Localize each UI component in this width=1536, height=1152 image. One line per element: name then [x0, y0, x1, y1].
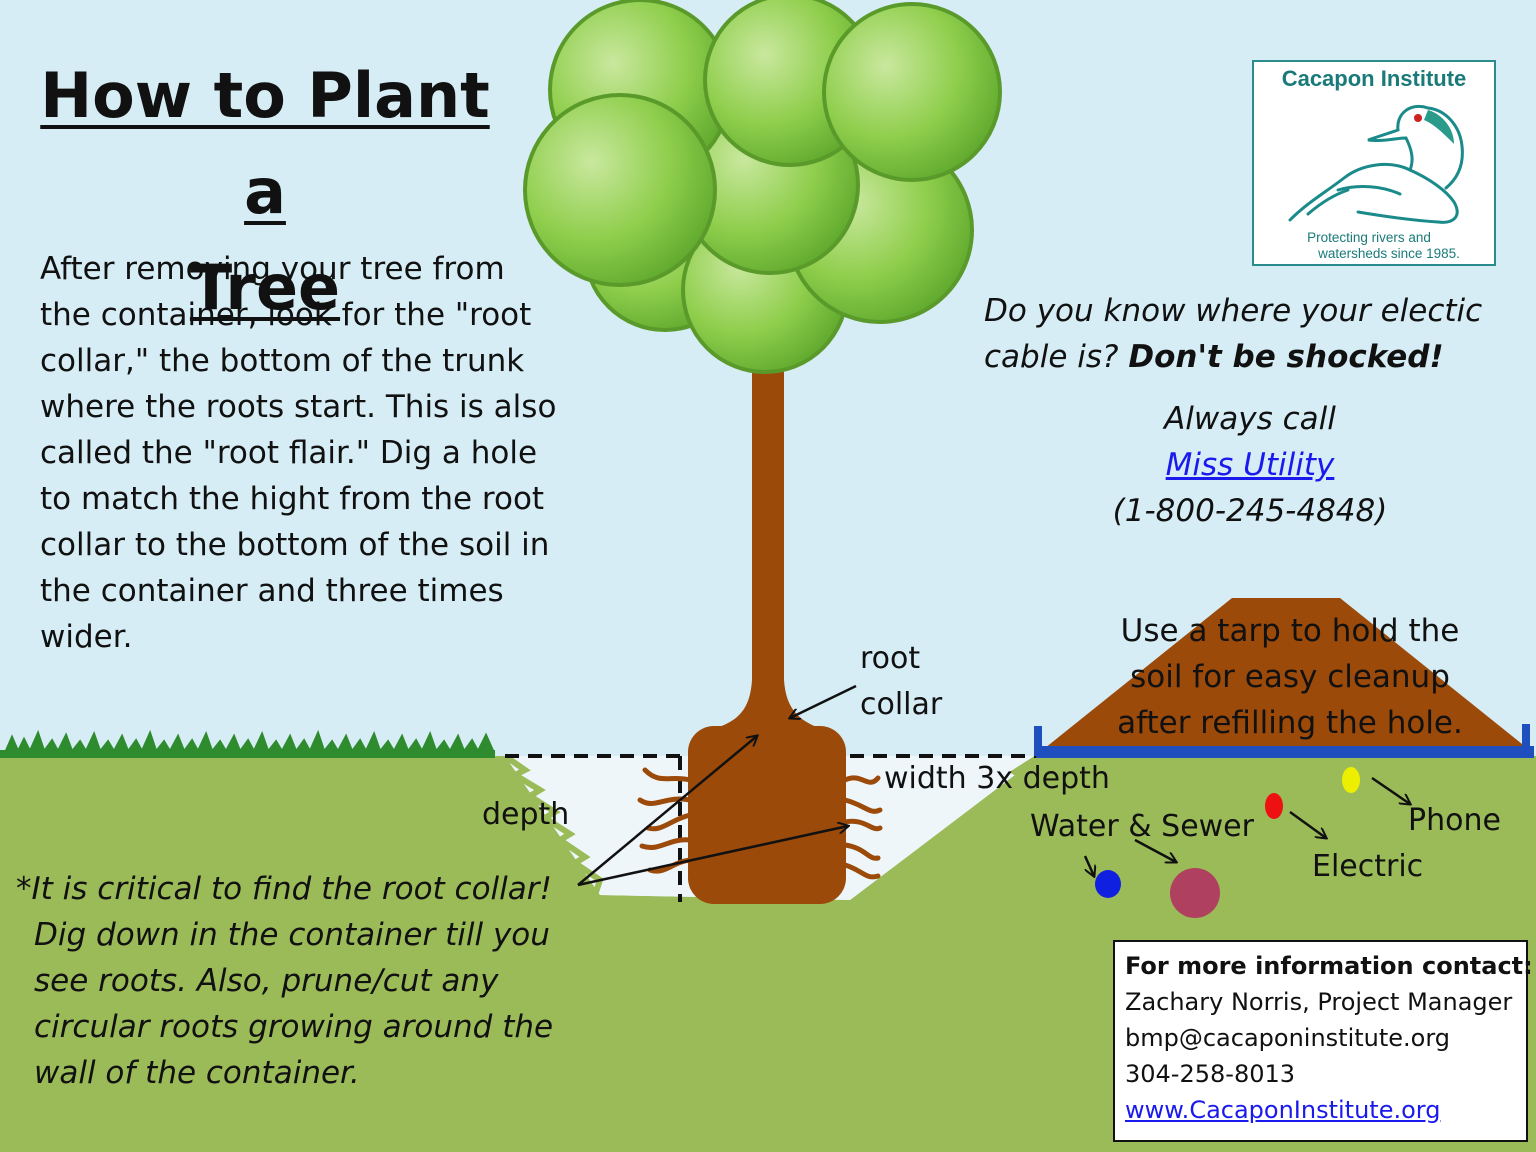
- soil-pile: [1045, 598, 1527, 748]
- dont-be-shocked: Don't be shocked!: [1128, 339, 1444, 375]
- sewer-pipe: [1170, 868, 1220, 918]
- call-miss-utility: Always call Miss Utility (1-800-245-4848…: [1040, 396, 1460, 534]
- intro-line: where the roots start. This is also: [40, 389, 557, 425]
- title-line-2: a Tree: [189, 155, 341, 324]
- intro-line: the container and three times: [40, 573, 504, 609]
- intro-line: the container, look for the "root: [40, 297, 532, 333]
- contact-phone: 304-258-8013: [1125, 1060, 1296, 1088]
- root-ball: [688, 726, 846, 904]
- electric-line: [1265, 793, 1283, 819]
- water-arrow: [1083, 855, 1094, 876]
- critical-arrow-upper: [577, 736, 757, 886]
- depth-label: depth: [482, 797, 570, 832]
- root-collar-arrow: [790, 684, 857, 718]
- contact-heading: For more information contact:: [1125, 952, 1533, 980]
- miss-utility-link[interactable]: Miss Utility: [1165, 447, 1335, 483]
- tarp-line: soil for easy cleanup: [1130, 659, 1450, 695]
- water-sewer-label: Water & Sewer: [1030, 809, 1254, 844]
- electric-label: Electric: [1312, 849, 1424, 884]
- critical-line: see roots. Also, prune/cut any: [34, 963, 499, 999]
- cacapon-institute-logo: Cacapon Institute Protecting rivers and …: [1252, 60, 1496, 266]
- electric-question: Do you know where your electic cable is?…: [984, 288, 1524, 380]
- duck-icon: [1288, 105, 1464, 224]
- tarp-edge-left: [1034, 726, 1042, 756]
- intro-line: collar to the bottom of the soil in: [40, 527, 550, 563]
- hole-edge-right: [859, 753, 1042, 901]
- sewer-arrow: [1134, 838, 1176, 862]
- phone-arrow: [1371, 776, 1410, 804]
- electric-question-text: cable is?: [984, 339, 1129, 375]
- website-link[interactable]: www.CacaponInstitute.org: [1125, 1096, 1441, 1124]
- intro-line: to match the hight from the root: [40, 481, 545, 517]
- root-collar-label-line-2: collar: [860, 687, 943, 722]
- electric-question-line-2: cable is? Don't be shocked!: [984, 334, 1524, 380]
- critical-line: *It is critical to find the root collar!: [16, 871, 552, 907]
- logo-tagline-line-1: Protecting rivers and: [1307, 230, 1431, 245]
- electric-arrow: [1289, 810, 1326, 838]
- tarp-line: after refilling the hole.: [1117, 705, 1463, 741]
- grass: [0, 729, 496, 758]
- intro-line: collar," the bottom of the trunk: [40, 343, 525, 379]
- critical-arrow-lower: [577, 826, 848, 887]
- hole-edge-left: [503, 753, 604, 896]
- contact-email[interactable]: bmp@cacaponinstitute.org: [1125, 1024, 1451, 1052]
- logo-tagline: Protecting rivers and watersheds since 1…: [1254, 230, 1484, 262]
- page-title: How to Plant a Tree: [40, 48, 490, 336]
- phone-line: [1342, 767, 1360, 793]
- electric-question-line-1: Do you know where your electic: [984, 293, 1483, 329]
- logo-tagline-line-2: watersheds since 1985.: [1318, 246, 1460, 261]
- tarp-edge-right: [1522, 724, 1530, 756]
- intro-paragraph: After removing your tree from the contai…: [40, 246, 580, 660]
- title-line-1: How to Plant: [40, 59, 490, 132]
- tarp-note: Use a tarp to hold the soil for easy cle…: [1100, 608, 1480, 746]
- tarp: [1036, 746, 1534, 758]
- contact-name: Zachary Norris, Project Manager: [1125, 988, 1513, 1016]
- critical-line: circular roots growing around the: [34, 1009, 554, 1045]
- tree-trunk: [710, 360, 825, 730]
- critical-line: wall of the container.: [34, 1055, 360, 1091]
- root-collar-label: root collar: [860, 636, 942, 728]
- root-collar-label-line-1: root: [860, 641, 921, 676]
- always-call-text: Always call: [1164, 401, 1336, 437]
- water-pipe: [1095, 870, 1121, 898]
- critical-line: Dig down in the container till you: [34, 917, 550, 953]
- intro-line: wider.: [40, 619, 133, 655]
- logo-title: Cacapon Institute: [1281, 66, 1467, 91]
- intro-line: After removing your tree from: [40, 251, 505, 287]
- contact-box: For more information contact: Zachary No…: [1113, 940, 1533, 1142]
- miss-utility-phone: (1-800-245-4848): [1112, 493, 1388, 529]
- arrows: [577, 684, 1410, 887]
- intro-line: called the "root flair." Dig a hole: [40, 435, 538, 471]
- width-label: width 3x depth: [884, 761, 1110, 796]
- tarp-line: Use a tarp to hold the: [1120, 613, 1460, 649]
- phone-label: Phone: [1408, 803, 1501, 838]
- critical-note: *It is critical to find the root collar!…: [16, 866, 596, 1096]
- tree-canopy: [523, 0, 1002, 374]
